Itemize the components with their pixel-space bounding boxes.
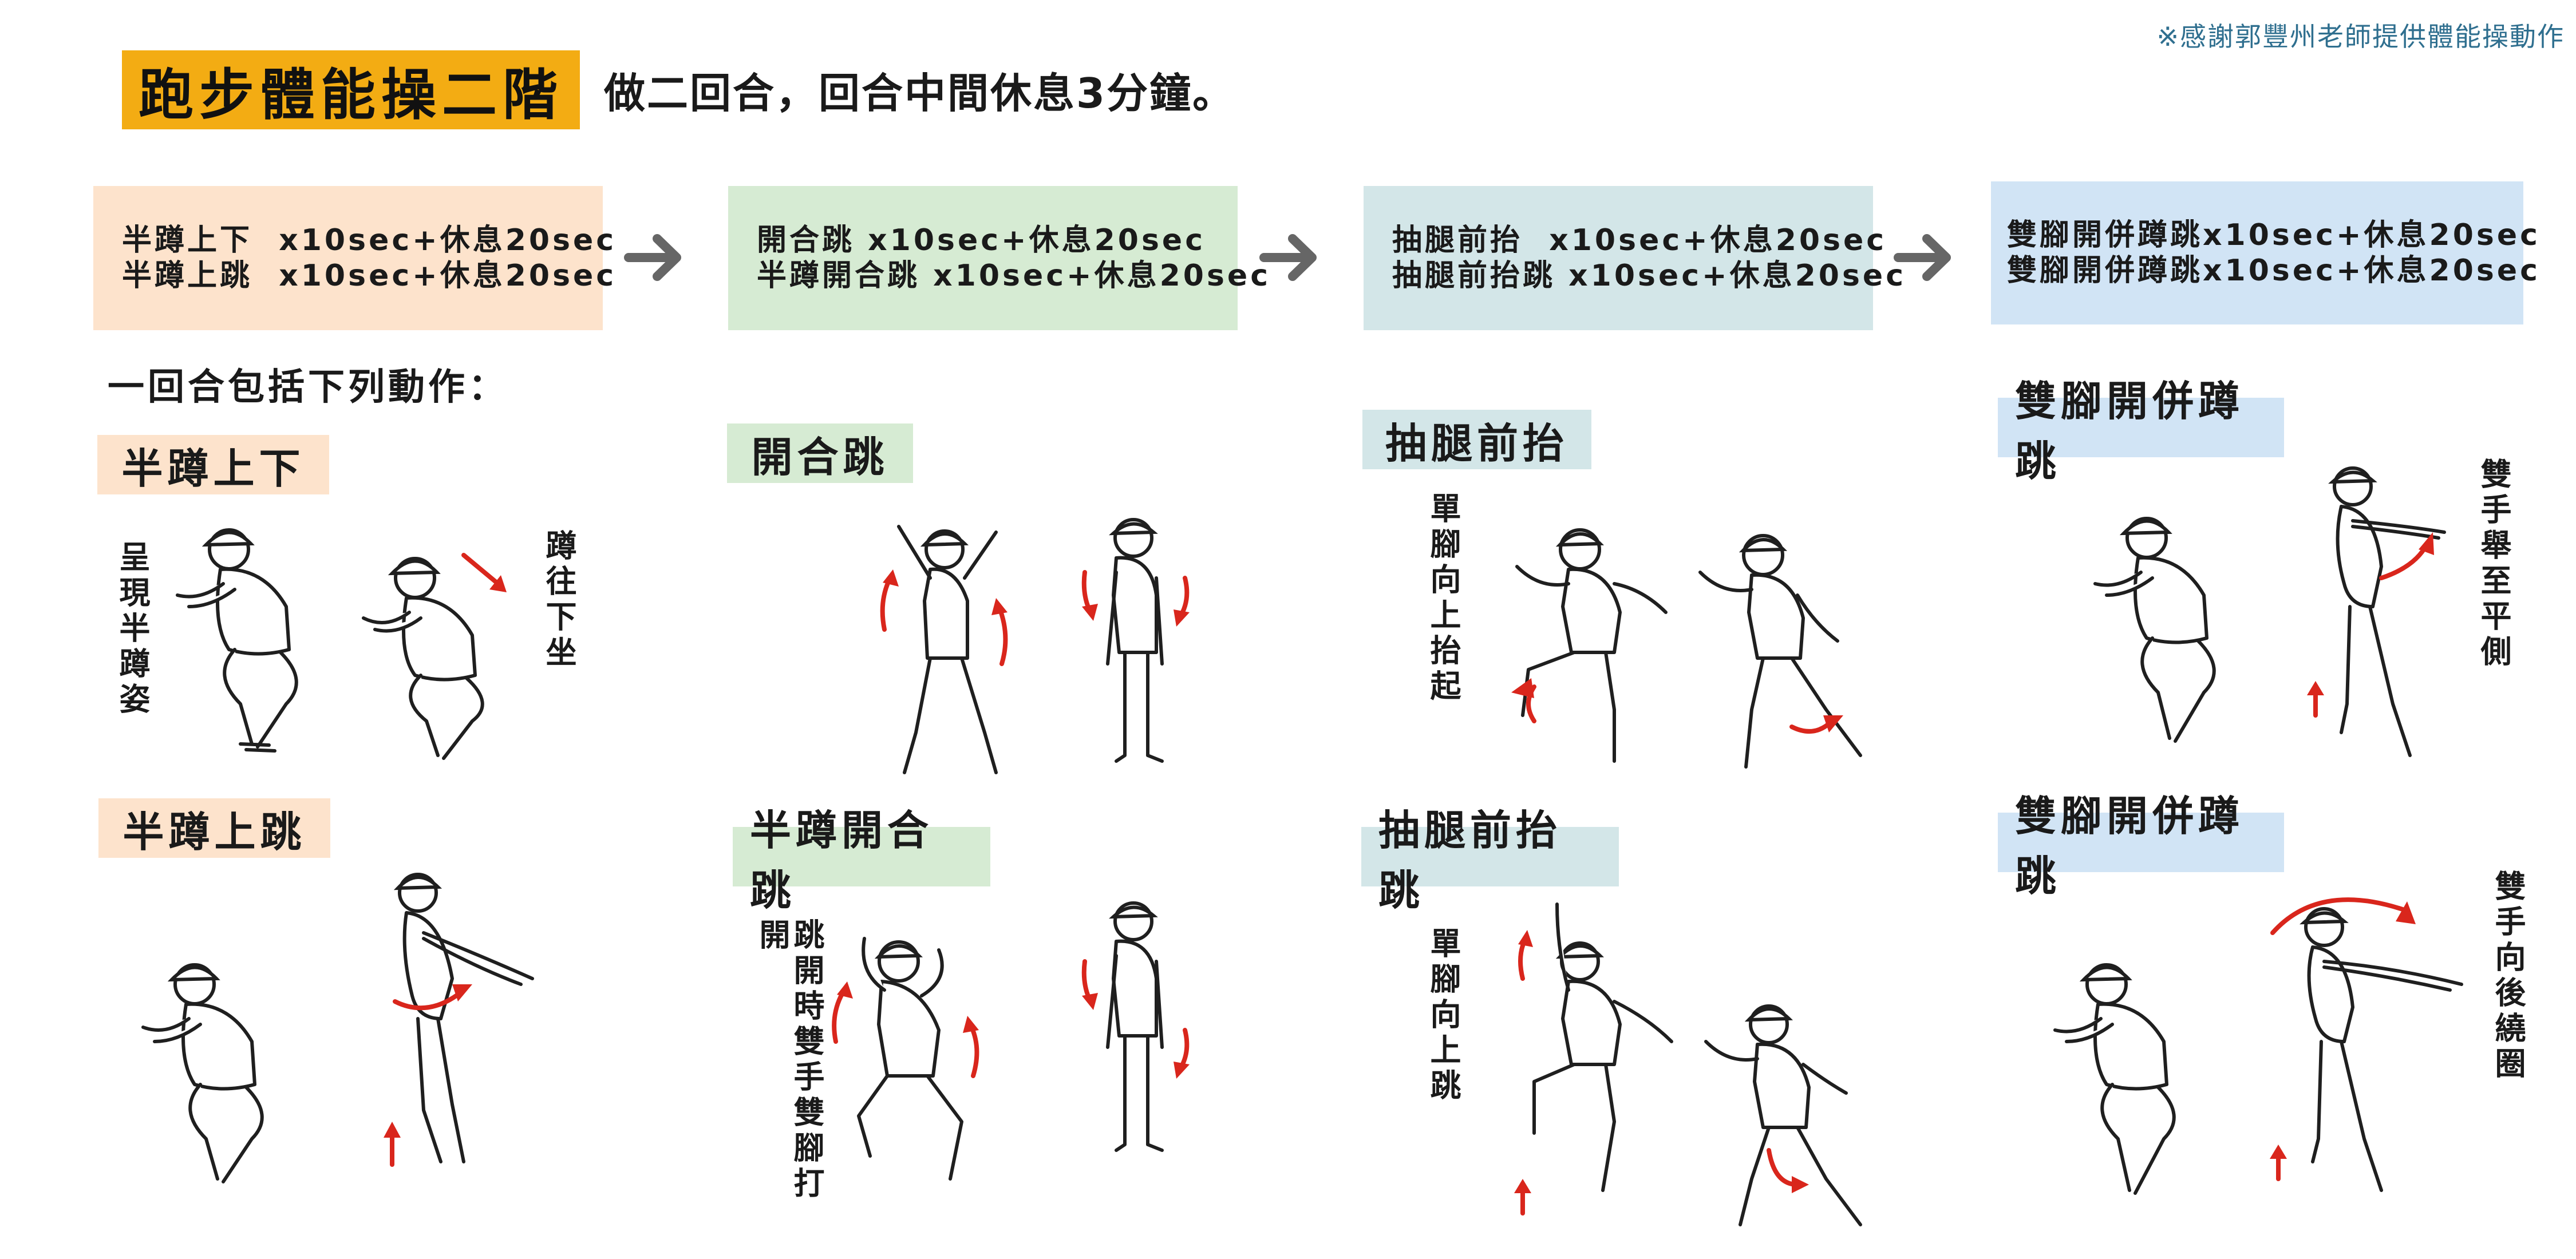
step-box-3: 抽腿前抬 x10sec+休息20sec 抽腿前抬跳 x10sec+休息20sec [1364, 186, 1907, 330]
step-box-4: 雙腳開併蹲跳x10sec+休息20sec 雙腳開併蹲跳x10sec+休息20se… [1991, 181, 2541, 324]
exercise-note: 呈現半蹲姿 [114, 541, 150, 718]
step-box-1: 半蹲上下 x10sec+休息20sec 半蹲上跳 x10sec+休息20sec [93, 186, 617, 330]
step-line: 半蹲上下 x10sec+休息20sec [122, 223, 617, 258]
red-motion-arrow-icon [461, 553, 507, 592]
exercise-title: 開合跳 [727, 423, 913, 483]
knee-lift-jump-figure [1514, 902, 1673, 1216]
jumping-jack-closed-figure [1081, 901, 1190, 1152]
exercise-note: 單腳向上跳 [1425, 927, 1461, 1104]
exercise-title: 抽腿前抬 [1362, 410, 1591, 469]
exercise-title: 抽腿前抬跳 [1361, 806, 1619, 914]
exercise-note: 跳開時雙手雙腳打開 [754, 918, 824, 1202]
step-line: 半蹲上跳 x10sec+休息20sec [122, 259, 617, 293]
squat-figure [2053, 963, 2176, 1195]
exercise-title: 半蹲開合跳 [733, 806, 990, 914]
step-line: 雙腳開併蹲跳x10sec+休息20sec [2007, 254, 2541, 288]
exercise-title: 半蹲上跳 [98, 798, 330, 858]
jumping-jack-open-figure [880, 525, 1008, 774]
knee-lift-figure [1511, 528, 1668, 763]
exercise-note: 雙手向後繞圈 [2490, 870, 2526, 1083]
exercise-note: 蹲往下坐 [540, 529, 576, 671]
knee-lift-figure [1704, 1004, 1862, 1226]
red-motion-arrow-icon [384, 1122, 401, 1167]
jump-figure [2307, 466, 2446, 757]
step-line: 抽腿前抬跳 x10sec+休息20sec [1392, 259, 1907, 293]
arrow-right-icon [1259, 234, 1317, 281]
exercise-note: 單腳向上抬起 [1425, 492, 1461, 705]
step-line: 雙腳開併蹲跳x10sec+休息20sec [2007, 218, 2541, 252]
step-line: 半蹲開合跳 x10sec+休息20sec [757, 259, 1271, 293]
jump-figure [393, 873, 534, 1163]
squat-jumping-jack-figure [832, 937, 979, 1181]
squat-figure [176, 528, 298, 753]
step-line: 抽腿前抬 x10sec+休息20sec [1392, 223, 1887, 258]
squat-figure [141, 963, 264, 1183]
step-line: 開合跳 x10sec+休息20sec [757, 223, 1206, 258]
title-banner: 跑步體能操二階 [122, 50, 580, 129]
page-title: 跑步體能操二階 [139, 62, 563, 127]
page-subtitle: 做二回合，回合中間休息3分鐘。 [604, 69, 1236, 117]
squat-figure [362, 557, 484, 760]
jumping-jack-closed-figure [1081, 518, 1190, 763]
exercise-note: 雙手舉至平側 [2475, 458, 2511, 671]
round-label: 一回合包括下列動作： [108, 366, 508, 409]
exercise-title: 雙腳開併蹲跳 [1998, 792, 2284, 900]
squat-figure [2093, 517, 2216, 743]
arrow-right-icon [624, 234, 681, 281]
exercise-title: 雙腳開併蹲跳 [1998, 377, 2284, 485]
jump-figure [2270, 897, 2463, 1192]
arrow-right-icon [1894, 234, 1951, 281]
exercise-title: 半蹲上下 [97, 435, 329, 494]
credit-note: ※感謝郭豐州老師提供體能操動作 [2156, 21, 2565, 52]
knee-lift-figure [1698, 534, 1862, 769]
step-box-2: 開合跳 x10sec+休息20sec 半蹲開合跳 x10sec+休息20sec [728, 186, 1271, 330]
